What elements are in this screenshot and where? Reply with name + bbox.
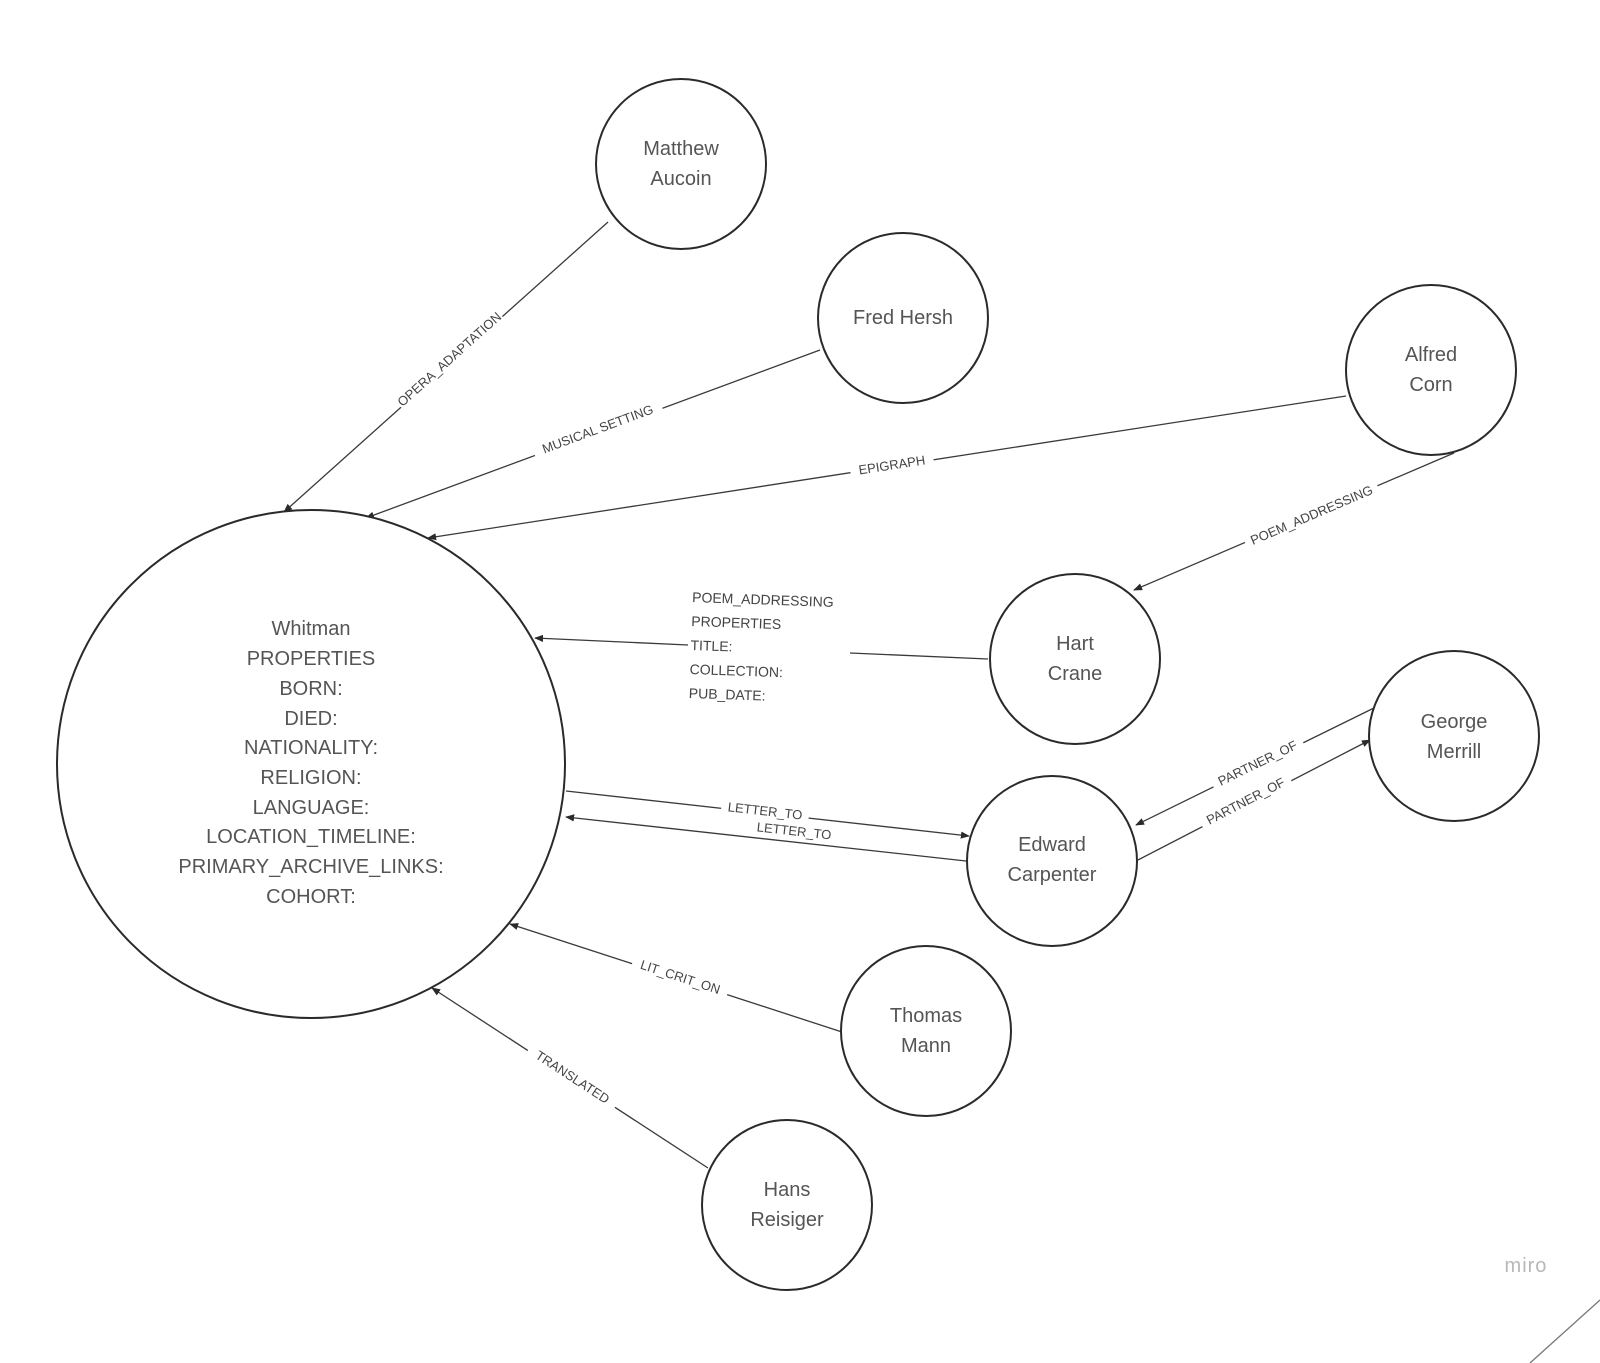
node-whitman-line: LOCATION_TIMELINE: [206,826,416,848]
node-george-merrill[interactable]: George Merrill [1368,650,1540,822]
node-whitman-title: Whitman [272,618,351,640]
node-alfred-corn[interactable]: Alfred Corn [1345,284,1517,456]
node-edward-carpenter[interactable]: Edward Carpenter [966,775,1138,947]
svg-text:MUSICAL SETTING: MUSICAL SETTING [540,402,655,457]
edge-poem-addressing-crane-right[interactable] [849,652,989,660]
node-whitman-line: RELIGION: [260,767,361,789]
node-whitman-circle[interactable] [56,509,566,1019]
corner-fold-mark [1529,1299,1600,1363]
block-line-pub-date: PUB_DATE: [689,685,766,704]
svg-text:POEM_ADDRESSING: POEM_ADDRESSING [1248,482,1375,548]
node-label: Crane [1048,663,1102,685]
node-label: Fred Hersh [853,307,953,329]
node-label: Reisiger [750,1209,824,1231]
svg-text:OPERA_ADAPTATION: OPERA_ADAPTATION [394,309,504,409]
node-whitman-line: DIED: [284,708,337,730]
svg-text:TRANSLATED: TRANSLATED [533,1048,612,1107]
node-label: Thomas [890,1005,962,1027]
node-matthew-aucoin[interactable]: Matthew Aucoin [595,78,767,250]
block-line-title: TITLE: [690,637,733,654]
node-label: Corn [1409,374,1452,396]
node-label: Aucoin [650,168,711,190]
node-label: Hans [764,1179,811,1201]
block-line-collection: COLLECTION: [689,661,783,680]
node-label: Matthew [643,138,719,160]
node-whitman-line: BORN: [279,678,342,700]
node-whitman-line: NATIONALITY: [244,737,378,759]
nodes: Whitman PROPERTIES BORN: DIED: NATIONALI… [56,78,1540,1291]
miro-watermark: miro [1505,1255,1548,1277]
node-label: Merrill [1427,741,1481,763]
edge-label-musical-setting: MUSICAL SETTING [531,397,665,463]
edge-poem-addressing-crane-left[interactable] [534,634,689,646]
edge-label-epigraph: EPIGRAPH [849,450,935,482]
edge-label-lit-crit-on: LIT_CRIT_ON [629,953,731,1003]
node-whitman-line: LANGUAGE: [253,797,370,819]
node-whitman-line: PRIMARY_ARCHIVE_LINKS: [178,856,443,878]
node-fred-hersh[interactable]: Fred Hersh [817,232,989,404]
poem-addressing-properties-block: POEM_ADDRESSING PROPERTIES TITLE: COLLEC… [689,589,834,704]
node-thomas-mann[interactable]: Thomas Mann [840,945,1012,1117]
node-label: Carpenter [1008,864,1097,886]
node-hart-crane[interactable]: Hart Crane [989,573,1161,745]
block-line-properties: PROPERTIES [691,613,782,632]
node-label: Alfred [1405,344,1457,366]
node-label: Hart [1056,633,1094,655]
edge-label-opera-adaptation: OPERA_ADAPTATION [393,307,507,413]
edge-label-letter-to-out: LETTER_TO [720,799,810,825]
node-whitman-line: PROPERTIES [247,648,376,670]
node-hans-reisiger[interactable]: Hans Reisiger [701,1119,873,1291]
edge-label-translated: TRANSLATED [523,1042,621,1114]
node-whitman[interactable]: Whitman PROPERTIES BORN: DIED: NATIONALI… [56,509,566,1019]
edge-label-letter-to-in: LETTER_TO [749,819,839,845]
node-whitman-line: COHORT: [266,886,356,908]
node-label: George [1421,711,1488,733]
edge-label-poem-addressing-crane: POEM_ADDRESSING [692,589,834,610]
edge-letter-to-in[interactable] [565,814,967,862]
node-label: Edward [1018,834,1086,856]
edge-label-poem-addressing-corn: POEM_ADDRESSING [1242,479,1382,553]
node-label: Mann [901,1035,951,1057]
